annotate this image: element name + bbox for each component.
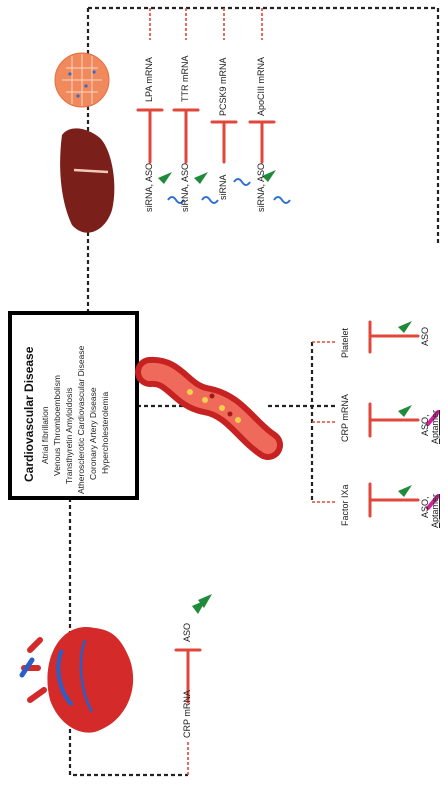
condition-list-item: Atherosclerotic Cardiovascular Disease <box>76 345 86 494</box>
inhibitor-crp-vessel <box>368 402 420 438</box>
aso-strand-icon <box>158 170 412 614</box>
vessel-agent-label: ASO <box>420 326 430 346</box>
condition-list-item: Atrial fibrillation <box>40 406 50 464</box>
aptamer-icon <box>426 410 440 510</box>
heart-icon <box>19 626 134 733</box>
inhibitor-apociii <box>248 120 276 164</box>
page-title: Cardiovascular Disease <box>22 346 36 482</box>
inhibition-markers <box>136 108 420 704</box>
condition-list-item: Coronary Artery Disease <box>88 387 98 480</box>
liver-icon <box>60 128 115 233</box>
aptamer-label: Aptamer <box>430 493 440 528</box>
vessel-agent-label: Aptamer <box>430 494 440 528</box>
inhibitor-lpa <box>136 108 164 164</box>
blood-vessel-icon <box>135 357 283 460</box>
vessel-agent-label: ASO, <box>420 496 430 518</box>
connector-lines <box>68 6 440 777</box>
condition-list-item: Transthyretin Amyloidosis <box>64 387 74 484</box>
vessel-agent-label: Aptamer <box>430 410 440 444</box>
liver-target-label: TTR mRNA <box>180 55 190 103</box>
inhibitor-platelet <box>368 320 420 354</box>
hepatocyte-cells-icon <box>54 52 110 108</box>
vessel-target-label: CRP mRNA <box>340 394 350 442</box>
inhibitor-ttr <box>172 108 200 164</box>
inhibitor-factor-ixa <box>368 482 420 518</box>
liver-target-label: LPA mRNA <box>144 57 154 102</box>
heart-target-label: CRP mRNA <box>182 690 192 738</box>
aptamer-label: Aptamer <box>430 409 440 444</box>
sirna-strand-icon <box>167 178 291 204</box>
liver-target-label: PCSK9 mRNA <box>218 57 228 116</box>
condition-list-item: Hypercholesterolemia <box>100 391 110 474</box>
main-disease-box <box>8 311 139 500</box>
liver-agent-label: siRNA, ASO <box>180 162 190 212</box>
condition-list-item: Venous Thromboembolism <box>52 375 62 476</box>
inhibitor-heart-crp <box>174 648 202 704</box>
heart-agent-label: ASO <box>182 622 192 642</box>
vessel-target-label: Platelet <box>340 327 350 358</box>
liver-agent-label: siRNA <box>218 174 228 200</box>
target-link-lines <box>149 8 336 775</box>
liver-agent-label: siRNA, ASO <box>144 162 154 212</box>
inhibitor-pcsk9 <box>210 120 238 164</box>
vessel-agent-label: ASO, <box>420 414 430 436</box>
liver-agent-label: siRNA, ASO <box>256 162 266 212</box>
vessel-target-label: Factor IXa <box>340 484 350 526</box>
liver-target-label: ApoCIII mRNA <box>256 56 266 116</box>
